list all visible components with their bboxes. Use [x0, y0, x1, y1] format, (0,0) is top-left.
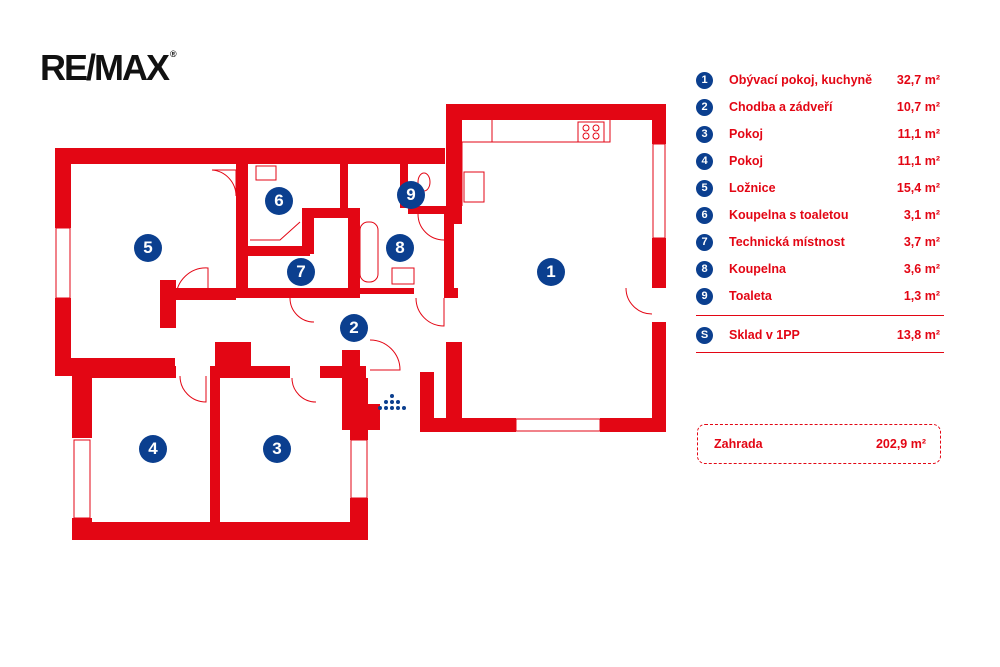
garden-box: Zahrada 202,9 m² — [697, 424, 941, 464]
legend-room-name: Koupelna s toaletou — [729, 208, 849, 222]
windows — [55, 143, 666, 519]
legend-room-area: 11,1 m² — [897, 127, 940, 141]
legend-badge: 9 — [696, 288, 713, 305]
legend-room-name: Ložnice — [729, 181, 776, 195]
walls — [55, 104, 666, 540]
map-label-room-1: 1 — [537, 258, 565, 286]
entrance-marker — [378, 394, 406, 410]
legend-room-area: 32,7 m² — [896, 73, 940, 87]
legend-room-area: 10,7 m² — [896, 100, 940, 114]
legend-room-area: 15,4 m² — [896, 181, 940, 195]
legend-storage-name: Sklad v 1PP — [729, 328, 800, 342]
kitchen-counter — [461, 120, 611, 206]
legend-row-room-1: 1 Obývací pokoj, kuchyně 32,7 m² — [696, 70, 944, 97]
legend-badge: 2 — [696, 99, 713, 116]
legend-storage-area: 13,8 m² — [896, 328, 940, 342]
legend-row-room-8: 8 Koupelna 3,6 m² — [696, 259, 944, 286]
legend-room-name: Toaleta — [729, 289, 772, 303]
map-label-room-5: 5 — [134, 234, 162, 262]
remax-logo: RE/MAX® — [40, 50, 177, 86]
legend-row-room-4: 4 Pokoj 11,1 m² — [696, 151, 944, 178]
map-label-room-6: 6 — [265, 187, 293, 215]
legend-divider — [696, 315, 944, 316]
legend-row-storage: S Sklad v 1PP 13,8 m² — [696, 325, 944, 352]
legend-room-area: 3,6 m² — [903, 262, 940, 276]
legend-room-area: 3,1 m² — [903, 208, 940, 222]
legend-row-room-6: 6 Koupelna s toaletou 3,1 m² — [696, 205, 944, 232]
legend-row-room-2: 2 Chodba a zádveří 10,7 m² — [696, 97, 944, 124]
legend-divider — [696, 352, 944, 353]
logo-registered-mark: ® — [170, 49, 177, 59]
map-label-room-9: 9 — [397, 181, 425, 209]
legend-room-name: Pokoj — [729, 154, 764, 168]
legend-badge: 8 — [696, 261, 713, 278]
legend-badge: 7 — [696, 234, 713, 251]
map-label-room-8: 8 — [386, 234, 414, 262]
door-swings — [175, 169, 653, 403]
legend-badge: S — [696, 327, 713, 344]
legend-row-room-7: 7 Technická místnost 3,7 m² — [696, 232, 944, 259]
legend-room-name: Pokoj — [729, 127, 764, 141]
legend-badge: 6 — [696, 207, 713, 224]
legend-room-name: Obývací pokoj, kuchyně — [729, 73, 873, 87]
map-label-room-3: 3 — [263, 435, 291, 463]
map-label-room-4: 4 — [139, 435, 167, 463]
legend-badge: 5 — [696, 180, 713, 197]
legend-badge: 4 — [696, 153, 713, 170]
map-label-room-7: 7 — [287, 258, 315, 286]
room-legend: 1 Obývací pokoj, kuchyně 32,7 m² 2 Chodb… — [696, 70, 944, 353]
legend-room-name: Chodba a zádveří — [729, 100, 833, 114]
legend-room-area: 3,7 m² — [903, 235, 940, 249]
floor-plan — [55, 104, 666, 540]
garden-name: Zahrada — [714, 437, 763, 451]
legend-row-room-9: 9 Toaleta 1,3 m² — [696, 286, 944, 313]
legend-room-area: 11,1 m² — [897, 154, 940, 168]
legend-row-room-5: 5 Ložnice 15,4 m² — [696, 178, 944, 205]
legend-badge: 1 — [696, 72, 713, 89]
legend-room-area: 1,3 m² — [903, 289, 940, 303]
logo-text: RE/MAX — [40, 47, 170, 88]
legend-room-name: Koupelna — [729, 262, 786, 276]
map-label-room-2: 2 — [340, 314, 368, 342]
legend-room-name: Technická místnost — [729, 235, 845, 249]
legend-badge: 3 — [696, 126, 713, 143]
garden-area: 202,9 m² — [875, 437, 926, 451]
legend-row-room-3: 3 Pokoj 11,1 m² — [696, 124, 944, 151]
